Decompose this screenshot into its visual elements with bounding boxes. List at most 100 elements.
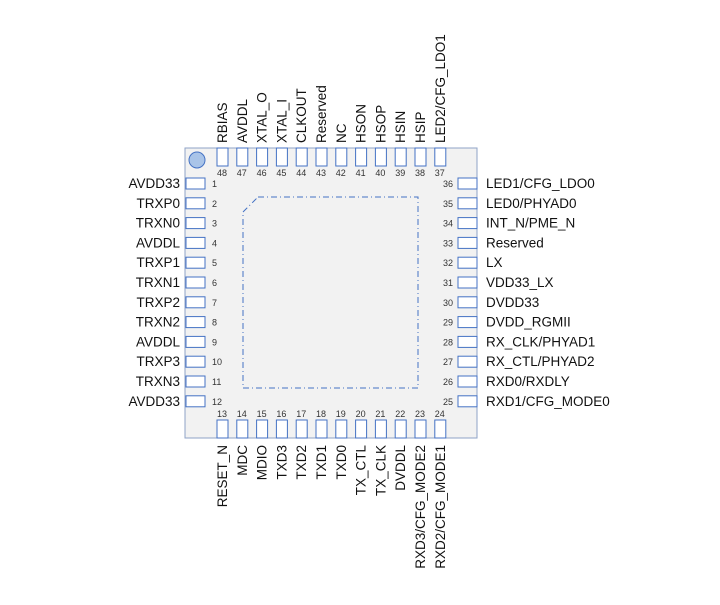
pin-pad-right — [457, 375, 478, 388]
pin-label: NC — [334, 123, 349, 143]
pin-number: 37 — [435, 168, 445, 178]
pin-label: RXD2/CFG_MODE1 — [433, 445, 448, 569]
pin-label: DVDD_RGMII — [486, 315, 571, 330]
pin-label: TX_CLK — [373, 445, 388, 496]
pin-label: RX_CLK/PHYAD1 — [486, 334, 595, 349]
pin-number: 36 — [443, 179, 453, 189]
pin-number: 14 — [237, 409, 247, 419]
pin-number: 12 — [212, 397, 222, 407]
pin-number: 48 — [217, 168, 227, 178]
pin-pad-top — [374, 147, 387, 167]
pin-number: 10 — [212, 357, 222, 367]
pin-pad-top — [355, 147, 368, 167]
exposed-pad-outline — [242, 196, 419, 389]
pin-pad-right — [457, 395, 478, 408]
pin-pad-top — [434, 147, 447, 167]
pin-label: AVDDL — [136, 235, 181, 250]
pin-label: RXD3/CFG_MODE2 — [413, 445, 428, 569]
pin-pad-top — [256, 147, 269, 167]
pin-number: 16 — [276, 409, 286, 419]
pin-pad-right — [457, 236, 478, 249]
pin-pad-top — [414, 147, 427, 167]
pin-pad-left — [185, 375, 206, 388]
pin-pad-bottom — [374, 419, 387, 439]
pin-number: 22 — [395, 409, 405, 419]
pin-label: HSOP — [373, 105, 388, 143]
pin-number: 42 — [336, 168, 346, 178]
pin-label: AVDDL — [235, 98, 250, 143]
pin-label: RXD0/RXDLY — [486, 374, 570, 389]
pin-pad-bottom — [355, 419, 368, 439]
pin-number: 6 — [212, 278, 217, 288]
pin-pad-top — [335, 147, 348, 167]
pin-pad-right — [457, 316, 478, 329]
pin1-indicator-dot — [188, 151, 206, 169]
pin-pad-right — [457, 355, 478, 368]
pin-pad-left — [185, 316, 206, 329]
pin-number: 20 — [356, 409, 366, 419]
pin-pad-top — [295, 147, 308, 167]
pin-label: INT_N/PME_N — [486, 216, 575, 231]
pin-pad-right — [457, 197, 478, 210]
pin-number: 32 — [443, 258, 453, 268]
pin-number: 44 — [296, 168, 306, 178]
pin-number: 40 — [375, 168, 385, 178]
pin-number: 4 — [212, 238, 217, 248]
pin-number: 23 — [415, 409, 425, 419]
pin-label: XTAL_I — [274, 99, 289, 143]
pin-label: Reserved — [486, 235, 544, 250]
pin-label: HSON — [354, 104, 369, 143]
pin-number: 28 — [443, 337, 453, 347]
pin-number: 15 — [257, 409, 267, 419]
pin-pad-top — [216, 147, 229, 167]
pin-number: 47 — [237, 168, 247, 178]
pin-pad-bottom — [216, 419, 229, 439]
pin-label: MDC — [235, 445, 250, 476]
pin-label: LX — [486, 255, 503, 270]
pin-label: RESET_N — [215, 445, 230, 507]
pin-pad-left — [185, 395, 206, 408]
pin-pad-right — [457, 276, 478, 289]
pin-pad-left — [185, 296, 206, 309]
pin-label: XTAL_O — [255, 92, 270, 143]
pin-pad-right — [457, 335, 478, 348]
pin-number: 24 — [435, 409, 445, 419]
pin-label: HSIP — [413, 111, 428, 143]
pin-number: 8 — [212, 318, 217, 328]
pin-number: 33 — [443, 238, 453, 248]
pin-label: RX_CTL/PHYAD2 — [486, 354, 595, 369]
pin-number: 3 — [212, 219, 217, 229]
pin-label: AVDD33 — [128, 176, 180, 191]
pin-number: 5 — [212, 258, 217, 268]
pin-label: AVDDL — [136, 334, 181, 349]
pin-pad-right — [457, 217, 478, 230]
pin-label: DVDDL — [393, 445, 408, 491]
pin-label: CLKOUT — [294, 88, 309, 143]
pin-label: VDD33_LX — [486, 275, 554, 290]
pin-label: RXD1/CFG_MODE0 — [486, 394, 610, 409]
pin-pad-bottom — [394, 419, 407, 439]
pin-label: LED0/PHYAD0 — [486, 196, 577, 211]
pin-label: TRXN1 — [136, 275, 180, 290]
pin-number: 25 — [443, 397, 453, 407]
pin-label: TXD3 — [274, 445, 289, 480]
pin-number: 21 — [375, 409, 385, 419]
pin-label: TX_CTL — [354, 445, 369, 496]
pin-pad-right — [457, 256, 478, 269]
pin-label: RBIAS — [215, 102, 230, 143]
pin-pad-bottom — [236, 419, 249, 439]
pin-number: 43 — [316, 168, 326, 178]
pin-pad-top — [275, 147, 288, 167]
pin-number: 17 — [296, 409, 306, 419]
pin-pad-right — [457, 177, 478, 190]
pin-number: 34 — [443, 219, 453, 229]
pin-number: 7 — [212, 298, 217, 308]
pin-label: TXD1 — [314, 445, 329, 480]
pin-label: TXD2 — [294, 445, 309, 480]
pin-number: 1 — [212, 179, 217, 189]
pin-number: 11 — [212, 377, 221, 387]
pin-label: TRXP1 — [136, 255, 180, 270]
pin-number: 9 — [212, 337, 217, 347]
